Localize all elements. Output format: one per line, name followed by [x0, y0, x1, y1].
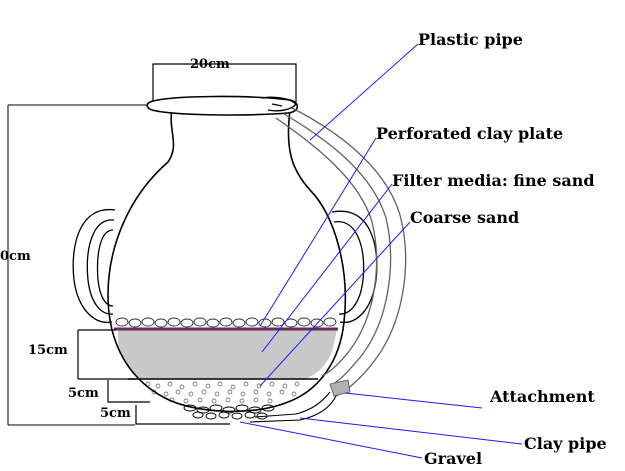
attachment: [329, 379, 351, 397]
coarse-sand-label: Coarse sand: [410, 208, 520, 227]
top-width-label: 20cm: [190, 57, 230, 72]
coarse-depth-label: 5cm: [68, 386, 99, 401]
left-handle: [72, 209, 116, 323]
layer-depth-markers: [77, 329, 230, 425]
perforated-clay-plate-label: Perforated clay plate: [376, 124, 564, 143]
plastic-pipe-label: Plastic pipe: [418, 30, 523, 49]
jug-body: [107, 109, 347, 413]
sand-depth-label: 15cm: [28, 343, 68, 358]
gravel-depth-label: 5cm: [100, 406, 131, 421]
total-height-dimension: [7, 104, 152, 426]
coarse-sand-layer: [145, 381, 300, 404]
right-handle: [331, 210, 378, 323]
filter-media-label: Filter media: fine sand: [392, 171, 595, 190]
plastic-pipe: [275, 107, 407, 397]
perforated-clay-plate: [114, 317, 338, 331]
total-height-label: 0cm: [0, 249, 31, 264]
leader-lines: [239, 43, 523, 459]
clay-pipe-label: Clay pipe: [524, 434, 607, 453]
jug-rim: [146, 95, 299, 116]
gravel-label: Gravel: [424, 449, 483, 468]
top-width-dimension: [152, 63, 297, 102]
attachment-label: Attachment: [490, 387, 595, 406]
fine-sand-layer: [118, 330, 337, 379]
clay-pipe: [249, 391, 337, 423]
